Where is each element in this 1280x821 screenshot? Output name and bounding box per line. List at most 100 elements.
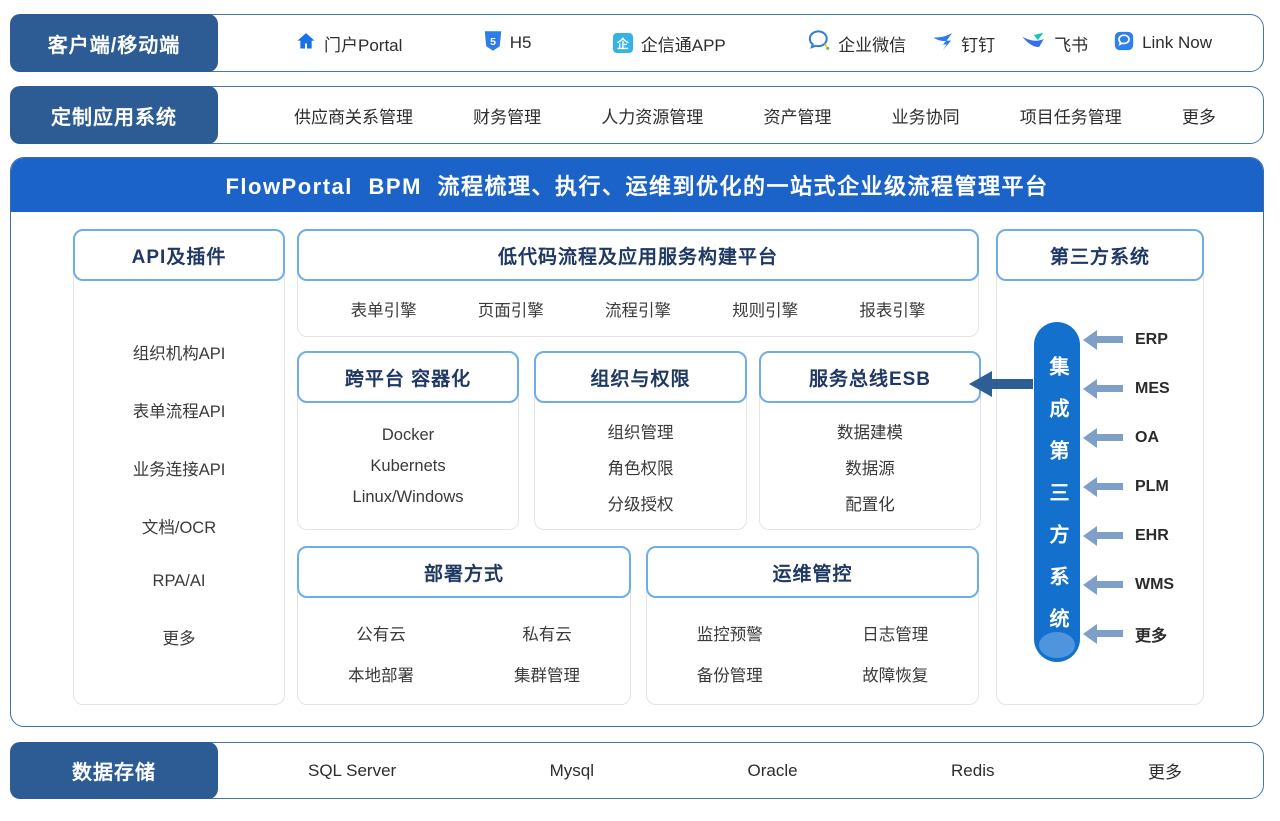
arrow-left-icon [1083, 329, 1123, 350]
platform-banner-title: FlowPortal BPM 流程梳理、执行、运维到优化的一站式企业级流程管理平… [11, 158, 1263, 212]
h5-icon: 5 [484, 30, 502, 56]
big-arrow-left-icon [969, 371, 1033, 397]
system-row: WMS [1083, 560, 1174, 609]
container-item: Kubernets [370, 457, 446, 475]
system-row: OA [1083, 413, 1174, 462]
client-item-label: 企业微信 [838, 35, 907, 55]
custom-app-item: 资产管理 [763, 107, 832, 127]
ops-item: 故障恢复 [862, 667, 929, 685]
ops-panel: 运维管控 监控预警 日志管理 备份管理 故障恢复 [646, 546, 979, 705]
system-label: OA [1135, 428, 1159, 446]
api-item: 文档/OCR [141, 519, 217, 537]
client-item-label: Link Now [1142, 33, 1212, 52]
storage-bar: 数据存储 SQL Server Mysql Oracle Redis 更多 [10, 742, 1264, 799]
lowcode-panel-title: 低代码流程及应用服务构建平台 [297, 229, 979, 281]
container-item: Docker [381, 426, 435, 444]
feishu-icon [1021, 31, 1046, 56]
client-item-label: 门户Portal [324, 35, 403, 55]
deploy-panel-title: 部署方式 [297, 546, 631, 598]
dingtalk-icon [932, 30, 953, 56]
client-bar-items: 门户Portal 5 H5 企 企信通APP [228, 14, 1264, 72]
third-party-panel-title: 第三方系统 [996, 229, 1204, 281]
pill-highlight [1039, 632, 1075, 658]
esb-panel-title: 服务总线ESB [759, 351, 981, 403]
client-item-label: H5 [509, 33, 532, 52]
api-item: 组织机构API [132, 345, 226, 363]
integration-pill: 集成第三方系统 [1034, 322, 1080, 662]
svg-text:5: 5 [490, 35, 496, 47]
container-item: Linux/Windows [352, 488, 464, 506]
client-item-feishu: 飞书 [1021, 31, 1088, 56]
arrow-left-icon [1083, 378, 1123, 399]
linknow-icon [1114, 31, 1134, 56]
system-label: MES [1135, 379, 1170, 397]
qixintong-app-icon: 企 [612, 33, 633, 53]
storage-item: SQL Server [308, 760, 397, 780]
system-row: PLM [1083, 462, 1174, 511]
org-item: 组织管理 [607, 423, 674, 442]
client-item-linknow: Link Now [1114, 31, 1212, 56]
custom-app-item: 财务管理 [473, 107, 542, 127]
api-panel-title: API及插件 [73, 229, 285, 281]
system-label-more: 更多 [1135, 627, 1168, 645]
custom-app-item: 项目任务管理 [1019, 107, 1122, 127]
arrow-left-icon [1083, 623, 1123, 644]
client-item-label: 钉钉 [961, 35, 996, 55]
custom-apps-bar-items: 供应商关系管理 财务管理 人力资源管理 资产管理 业务协同 项目任务管理 更多 [228, 86, 1264, 144]
home-icon [296, 31, 316, 56]
api-item: 表单流程API [132, 403, 226, 421]
system-label: ERP [1135, 330, 1168, 348]
engine-item: 页面引擎 [477, 302, 544, 320]
custom-apps-bar-tab: 定制应用系统 [10, 86, 218, 144]
esb-item: 数据源 [845, 459, 895, 478]
system-label: PLM [1135, 477, 1169, 495]
lowcode-panel: 低代码流程及应用服务构建平台 表单引擎 页面引擎 流程引擎 规则引擎 报表引擎 [297, 229, 979, 337]
custom-app-item: 供应商关系管理 [294, 107, 413, 127]
custom-app-item: 人力资源管理 [601, 107, 704, 127]
custom-apps-bar: 定制应用系统 供应商关系管理 财务管理 人力资源管理 资产管理 业务协同 项目任… [10, 86, 1264, 144]
client-item-portal: 门户Portal [296, 31, 402, 56]
system-label: WMS [1135, 575, 1175, 593]
client-item-label: 企信通APP [640, 35, 726, 55]
engine-item: 规则引擎 [732, 302, 799, 320]
platform-body: API及插件 组织机构API 表单流程API 业务连接API 文档/OCR RP… [11, 212, 1263, 726]
system-row: EHR [1083, 511, 1174, 560]
api-item: RPA/AI [152, 572, 206, 590]
ops-item: 日志管理 [862, 626, 929, 644]
client-item-label: 飞书 [1054, 35, 1089, 55]
esb-item: 配置化 [845, 495, 895, 514]
wecom-icon [807, 30, 830, 56]
engine-row: 表单引擎 页面引擎 流程引擎 规则引擎 报表引擎 [298, 282, 978, 336]
storage-bar-background [36, 742, 1264, 799]
esb-panel: 服务总线ESB 数据建模 数据源 配置化 [759, 351, 981, 530]
org-item: 分级授权 [607, 495, 674, 514]
org-permission-panel: 组织与权限 组织管理 角色权限 分级授权 [534, 351, 747, 530]
deploy-item: 集群管理 [514, 667, 580, 685]
arrow-left-icon [1083, 476, 1123, 497]
engine-item: 报表引擎 [859, 302, 926, 320]
engine-item: 流程引擎 [604, 302, 671, 320]
container-panel-list: Docker Kubernets Linux/Windows [298, 404, 518, 529]
ops-item: 备份管理 [696, 667, 763, 685]
org-item: 角色权限 [607, 459, 674, 478]
system-row: MES [1083, 364, 1174, 413]
ops-item: 监控预警 [696, 626, 763, 644]
system-row: ERP [1083, 315, 1174, 364]
ops-panel-title: 运维管控 [646, 546, 979, 598]
arrow-left-icon [1083, 427, 1123, 448]
deploy-item: 公有云 [356, 626, 406, 644]
integration-pill-label: 集成第三方系统 [1046, 356, 1068, 650]
arrow-left-icon [1083, 574, 1123, 595]
api-panel-list: 组织机构API 表单流程API 业务连接API 文档/OCR RPA/AI 更多 [74, 340, 284, 649]
api-panel: API及插件 组织机构API 表单流程API 业务连接API 文档/OCR RP… [73, 229, 285, 705]
storage-item-more: 更多 [1147, 763, 1182, 782]
client-bar: 客户端/移动端 门户Portal 5 H5 企 企信通APP [10, 14, 1264, 72]
org-permission-panel-title: 组织与权限 [534, 351, 747, 403]
client-item-h5: 5 H5 [484, 30, 532, 56]
api-item-more: 更多 [162, 630, 196, 648]
deploy-item: 私有云 [522, 626, 572, 644]
org-permission-panel-list: 组织管理 角色权限 分级授权 [535, 404, 746, 529]
deploy-panel-grid: 公有云 私有云 本地部署 集群管理 [298, 621, 630, 686]
ops-panel-grid: 监控预警 日志管理 备份管理 故障恢复 [647, 621, 978, 686]
storage-bar-items: SQL Server Mysql Oracle Redis 更多 [228, 742, 1264, 799]
